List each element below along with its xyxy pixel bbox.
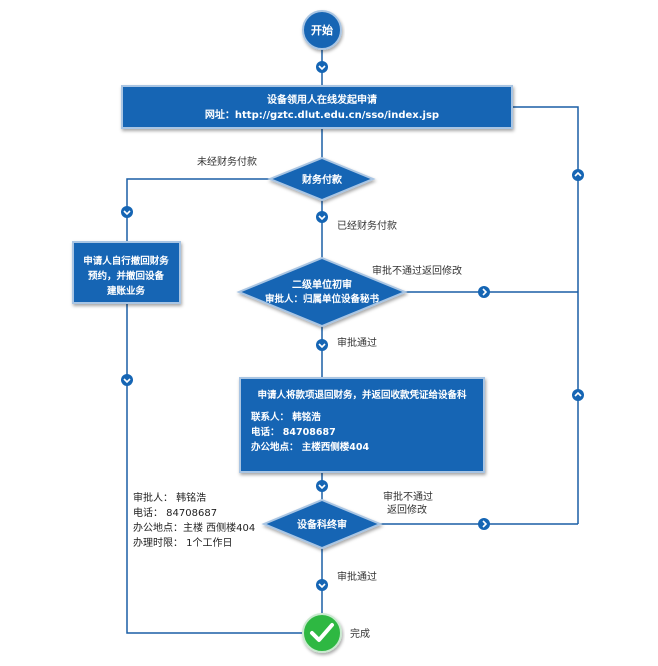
label-reject-2-line2: 返回修改 [387,503,427,516]
approver-time-limit: 办理时限： 1个工作日 [133,536,233,549]
chevron-down-icon [121,374,133,386]
refund-contact: 联系人： 韩铭浩 [251,411,321,423]
apply-node: 设备领用人在线发起申请 网址：http://gztc.dlut.edu.cn/s… [121,85,513,129]
check-icon [310,623,334,642]
chevron-right-icon [478,286,490,298]
apply-title: 设备领用人在线发起申请 [267,93,377,106]
approver-note: 审批人： 韩铭浩 电话： 84708687 办公地点：主楼 西侧楼404 办理时… [133,491,255,549]
label-pass-2: 审批通过 [337,570,377,583]
chevron-down-icon [316,339,328,351]
label-reject-2-line1: 审批不通过 [383,490,433,503]
first-review-approver: 审批人：归属单位设备秘书 [265,293,380,305]
approver-name: 审批人： 韩铭浩 [133,491,206,504]
refund-node: 申请人将款项退回财务，并返回收款凭证给设备科 联系人： 韩铭浩 电话： 8470… [239,377,485,473]
chevron-down-icon [316,61,328,73]
revoke-line2: 预约，并撤回设备 [88,270,165,282]
refund-office: 办公地点： 主楼西侧楼404 [251,441,370,453]
revoke-node: 申请人自行撤回财务 预约，并撤回设备 建账业务 [72,241,181,304]
chevron-right-icon [478,518,490,530]
chevron-down-icon [121,206,133,218]
label-reject-1: 审批不通过返回修改 [372,264,462,277]
finance-decision: 财务付款 [267,156,376,202]
chevron-down-icon [316,579,328,591]
arrow-badges [121,61,584,591]
start-node: 开始 [302,10,342,50]
first-review-title: 二级单位初审 [292,278,352,291]
chevron-down-icon [316,480,328,492]
done-label: 完成 [350,627,370,640]
done-node [302,613,342,653]
chevron-up-icon [572,169,584,181]
finance-label: 财务付款 [301,173,343,186]
approver-phone: 电话： 84708687 [133,506,217,519]
label-paid: 已经财务付款 [337,219,397,232]
revoke-line1: 申请人自行撤回财务 [83,255,169,267]
approver-office: 办公地点：主楼 西侧楼404 [133,521,255,534]
label-not-paid: 未经财务付款 [197,155,257,168]
final-review-label: 设备科终审 [297,518,347,531]
chevron-up-icon [572,389,584,401]
revoke-line3: 建账业务 [106,285,146,297]
refund-phone: 电话： 84708687 [251,426,336,438]
edge-return-to-apply [512,106,579,524]
refund-title: 申请人将款项退回财务，并返回收款凭证给设备科 [257,389,467,401]
edge-revoke-done [126,303,304,634]
label-pass-1: 审批通过 [337,336,377,349]
start-label: 开始 [311,23,333,37]
chevron-down-icon [316,211,328,223]
final-review-decision: 设备科终审 [261,498,383,550]
edge-finance-revoke [126,178,270,242]
first-review-decision: 二级单位初审 审批人：归属单位设备秘书 [236,256,408,328]
apply-url: 网址：http://gztc.dlut.edu.cn/sso/index.jsp [205,108,439,121]
